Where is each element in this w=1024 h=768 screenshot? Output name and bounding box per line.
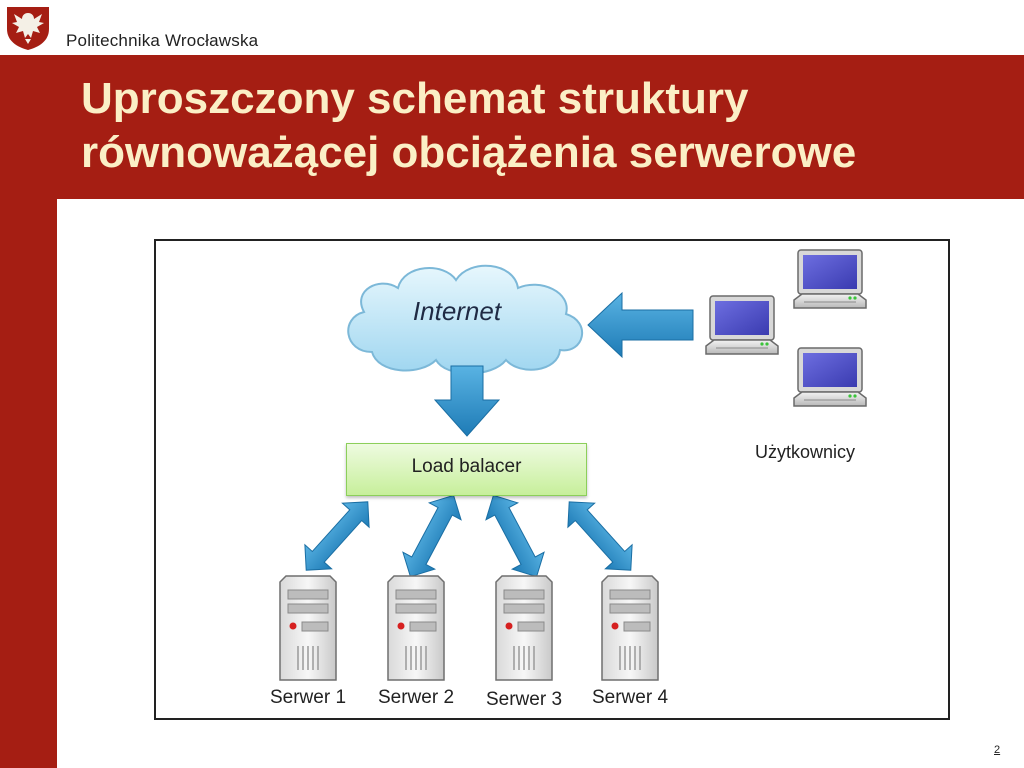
page-title: Uproszczony schemat struktury równoważąc… [81,72,1011,180]
laptop-icon [705,295,779,355]
internet-to-balancer-arrow [433,365,501,437]
eagle-crest-icon [7,7,49,50]
title-line-2: równoważącej obciążenia serwerowe [81,128,857,177]
server-2-label: Serwer 2 [377,687,455,708]
users-to-internet-arrow [587,291,694,359]
internet-label: Internet [412,296,502,326]
balancer-server2-arrow [394,486,470,586]
users-label: Użytkownicy [754,442,856,462]
server-4-label: Serwer 4 [591,687,669,708]
laptop-icon [793,347,867,407]
load-balancer-label: Load balacer [411,456,522,477]
load-balancer-box [346,443,587,496]
university-name: Politechnika Wrocławska [66,31,259,50]
balancer-server4-arrow [555,489,645,583]
server-1-icon [279,575,337,681]
balancer-server3-arrow [477,486,553,586]
server-4-icon [601,575,659,681]
title-line-1: Uproszczony schemat struktury [81,74,749,123]
server-3-label: Serwer 3 [485,689,563,710]
server-2-icon [387,575,445,681]
left-brand-band [0,55,57,768]
laptop-icon [793,249,867,309]
page-number: 2 [994,744,1001,756]
title-band [57,55,1024,199]
server-1-label: Serwer 1 [269,687,347,708]
balancer-server1-arrow [292,489,382,583]
server-3-icon [495,575,553,681]
